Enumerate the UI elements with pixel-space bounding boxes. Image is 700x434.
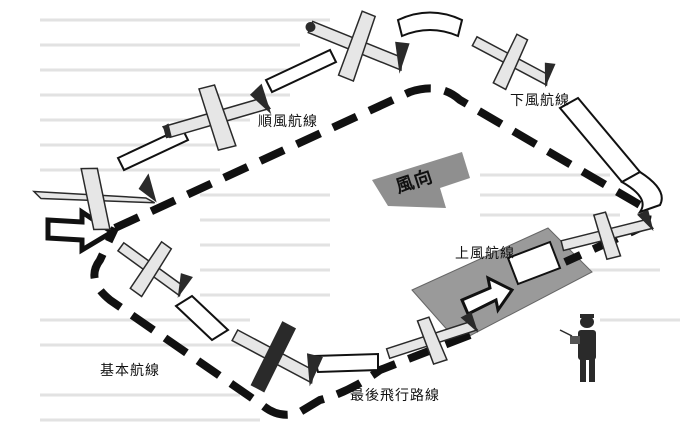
airplane-icon <box>116 240 193 298</box>
pilot-figure-icon <box>559 314 596 382</box>
airplane-icon <box>560 209 655 261</box>
airplane-icon <box>385 311 479 365</box>
airplane-icon <box>231 321 323 393</box>
takeoff-arrow <box>460 275 515 317</box>
crosswind-leg-label: 順風航線 <box>258 114 318 130</box>
ribbon-segment <box>312 352 379 374</box>
ribbon-segment <box>116 126 190 172</box>
ribbon-segment <box>264 48 338 94</box>
base-leg-label: 基本航線 <box>100 363 160 379</box>
ribbon-segment <box>619 170 663 214</box>
wind-direction-arrow <box>372 152 470 208</box>
airplane-icon <box>161 83 272 151</box>
airplane-icon <box>471 33 556 91</box>
ribbon-segment <box>558 96 642 184</box>
airplane-icon <box>31 167 157 231</box>
downwind-leg-label: 下風航線 <box>510 93 570 109</box>
ribbon-segment <box>174 294 230 342</box>
ribbon-segments <box>116 11 663 374</box>
ribbon-segment <box>506 240 562 286</box>
airplane-icon <box>305 10 410 83</box>
final-approach-label: 最後飛行路線 <box>350 388 440 404</box>
ribbon-segment <box>396 11 464 38</box>
upwind-leg-label: 上風航線 <box>455 246 515 262</box>
